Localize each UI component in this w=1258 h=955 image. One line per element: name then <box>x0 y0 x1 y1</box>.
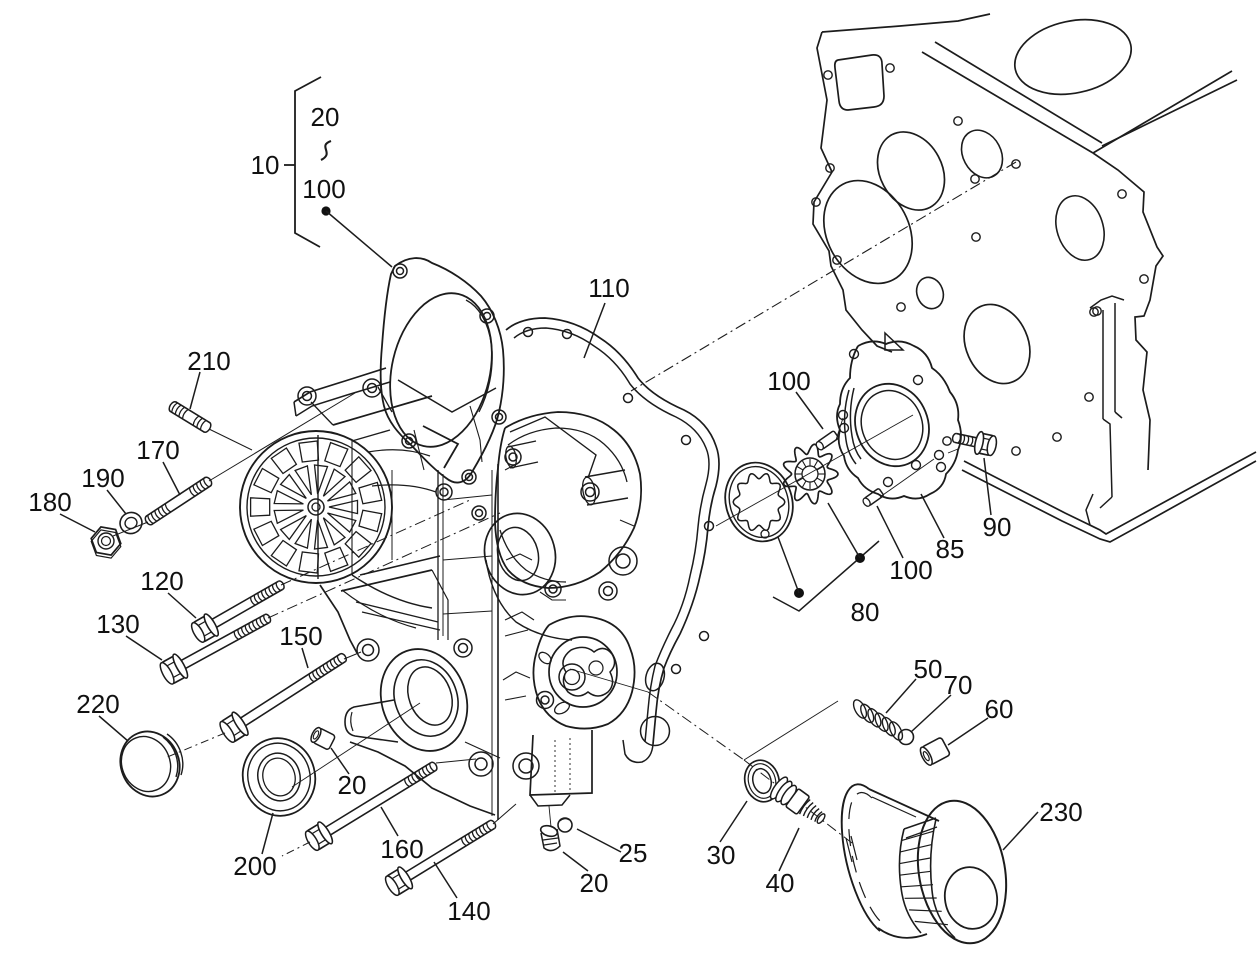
svg-text:20: 20 <box>580 868 609 898</box>
svg-text:100: 100 <box>302 174 345 204</box>
svg-text:110: 110 <box>588 273 629 303</box>
svg-text:85: 85 <box>936 534 965 564</box>
svg-text:70: 70 <box>944 670 973 700</box>
svg-text:25: 25 <box>619 838 648 868</box>
svg-text:170: 170 <box>136 435 179 465</box>
svg-text:140: 140 <box>447 896 490 926</box>
svg-text:230: 230 <box>1039 797 1082 827</box>
svg-text:160: 160 <box>380 834 423 864</box>
svg-text:100: 100 <box>767 366 810 396</box>
svg-text:20: 20 <box>338 770 367 800</box>
svg-text:10: 10 <box>251 150 280 180</box>
svg-text:80: 80 <box>851 597 880 627</box>
svg-text:180: 180 <box>28 487 71 517</box>
svg-text:50: 50 <box>914 654 943 684</box>
svg-text:120: 120 <box>140 566 183 596</box>
svg-text:60: 60 <box>985 694 1014 724</box>
svg-text:190: 190 <box>81 463 124 493</box>
svg-text:220: 220 <box>76 689 119 719</box>
svg-text:150: 150 <box>279 621 322 651</box>
svg-text:200: 200 <box>233 851 276 881</box>
svg-text:20: 20 <box>311 102 340 132</box>
svg-text:40: 40 <box>766 868 795 898</box>
svg-text:30: 30 <box>707 840 736 870</box>
svg-text:90: 90 <box>983 512 1012 542</box>
svg-text:100: 100 <box>889 555 932 585</box>
svg-text:130: 130 <box>96 609 139 639</box>
svg-text:210: 210 <box>187 346 230 376</box>
